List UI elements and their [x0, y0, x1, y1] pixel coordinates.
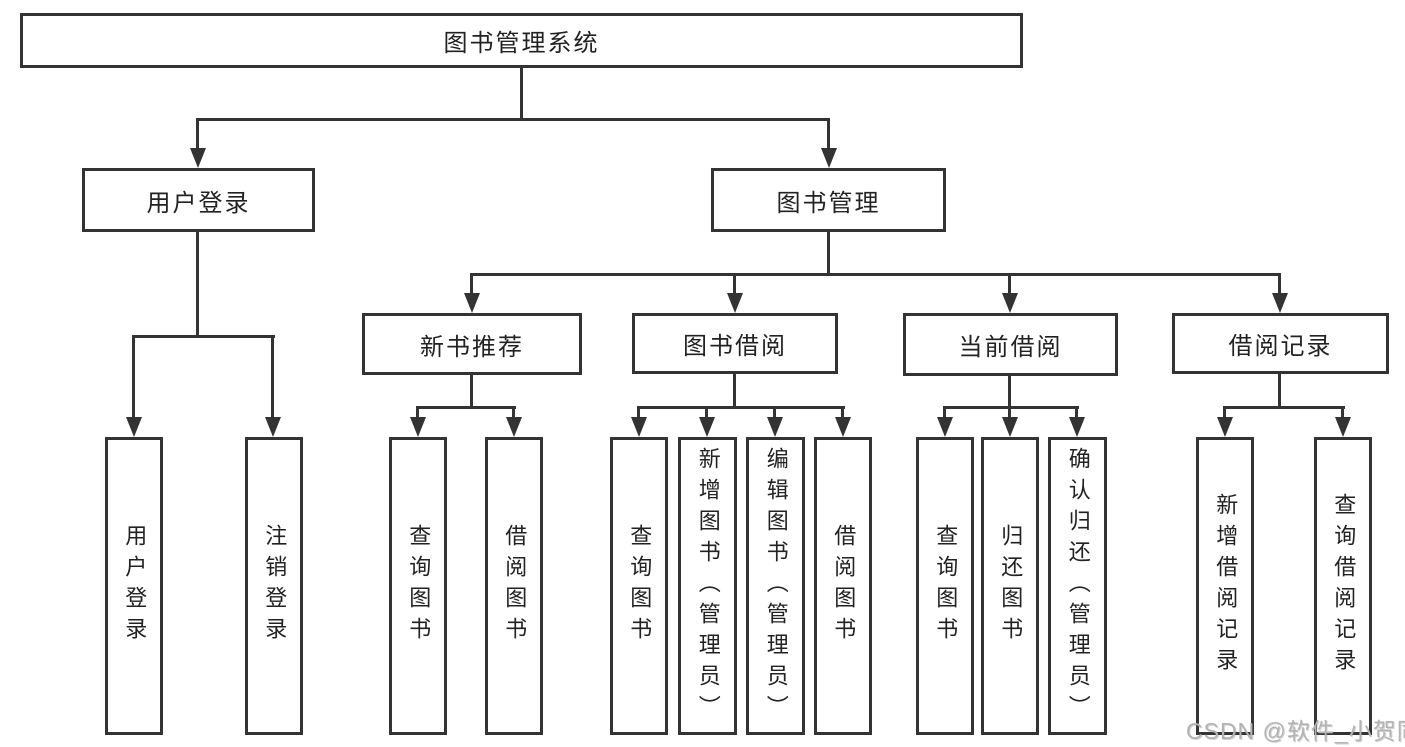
connector-arrowhead	[190, 148, 206, 168]
connector-line	[416, 406, 419, 419]
connector-line	[470, 375, 473, 406]
connector-arrowhead	[727, 293, 743, 313]
connector-line	[827, 232, 830, 273]
connector-arrowhead	[410, 417, 426, 437]
leaf-cb-query-books-label: 查询图书	[933, 524, 959, 648]
connector-line	[512, 406, 515, 419]
connector-line	[1223, 406, 1345, 409]
leaf-bb-edit-books: 编辑图书（管理员）	[746, 437, 805, 735]
connector-arrowhead	[506, 417, 522, 437]
node-book-borrowing-label: 图书借阅	[683, 333, 787, 360]
node-current-borrowing-label: 当前借阅	[958, 334, 1063, 361]
node-book-borrowing: 图书借阅	[632, 313, 838, 374]
connector-arrowhead	[835, 417, 851, 437]
node-borrowing-records: 借阅记录	[1172, 313, 1389, 374]
connector-line	[943, 406, 946, 419]
leaf-logout: 注销登录	[245, 437, 303, 735]
connector-line	[773, 406, 776, 419]
connector-line	[1278, 374, 1281, 406]
connector-arrowhead	[1335, 417, 1351, 437]
connector-line	[196, 118, 830, 121]
connector-line	[637, 406, 845, 409]
watermark: CSDN @软件_小贺同学	[1186, 718, 1405, 744]
connector-arrowhead	[1217, 417, 1233, 437]
leaf-bb-edit-books-label: 编辑图书（管理员）	[763, 446, 789, 726]
leaf-bb-borrow-books-label: 借阅图书	[831, 524, 857, 648]
node-root-label: 图书管理系统	[443, 30, 600, 57]
connector-arrowhead	[464, 293, 480, 313]
connector-line	[827, 118, 830, 150]
connector-arrowhead	[821, 148, 837, 168]
leaf-cb-confirm-return: 确认归还（管理员）	[1048, 437, 1107, 735]
leaf-bb-add-books: 新增图书（管理员）	[678, 437, 737, 735]
connector-line	[196, 232, 199, 335]
node-current-borrowing: 当前借阅	[903, 313, 1118, 376]
connector-line	[943, 406, 1079, 409]
connector-line	[1008, 376, 1011, 406]
connector-line	[196, 118, 199, 150]
leaf-logout-label: 注销登录	[262, 524, 288, 648]
leaf-bb-query-books-label: 查询图书	[627, 524, 653, 648]
connector-line	[416, 406, 516, 409]
node-book-management-label: 图书管理	[776, 189, 881, 217]
leaf-nb-query-books: 查询图书	[389, 437, 447, 735]
connector-line	[520, 68, 523, 118]
connector-arrowhead	[1002, 417, 1018, 437]
connector-line	[1008, 273, 1011, 295]
connector-line	[1341, 406, 1344, 419]
leaf-cb-return-books: 归还图书	[981, 437, 1039, 735]
connector-arrowhead	[126, 417, 142, 437]
connector-line	[841, 406, 844, 419]
connector-line	[470, 273, 1281, 276]
connector-arrowhead	[1272, 293, 1288, 313]
connector-arrowhead	[699, 417, 715, 437]
leaf-nb-query-books-label: 查询图书	[406, 524, 432, 648]
leaf-bb-add-books-label: 新增图书（管理员）	[695, 446, 721, 726]
connector-line	[132, 335, 275, 338]
connector-line	[733, 273, 736, 295]
node-new-book-recommend: 新书推荐	[362, 313, 582, 375]
node-borrowing-records-label: 借阅记录	[1228, 333, 1333, 360]
leaf-br-add-record: 新增借阅记录	[1196, 437, 1254, 735]
leaf-cb-query-books: 查询图书	[916, 437, 974, 735]
leaf-bb-borrow-books: 借阅图书	[814, 437, 872, 735]
node-new-book-recommend-label: 新书推荐	[420, 333, 524, 361]
leaf-br-query-record: 查询借阅记录	[1314, 437, 1372, 735]
connector-arrowhead	[937, 417, 953, 437]
connector-arrowhead	[265, 417, 281, 437]
leaf-user-login-label: 用户登录	[122, 524, 148, 648]
connector-arrowhead	[631, 417, 647, 437]
connector-line	[271, 335, 274, 419]
connector-line	[1278, 273, 1281, 295]
leaf-br-add-record-label: 新增借阅记录	[1213, 493, 1239, 679]
connector-line	[637, 406, 640, 419]
connector-line	[1223, 406, 1226, 419]
connector-line	[470, 273, 473, 295]
connector-arrowhead	[1002, 293, 1018, 313]
leaf-cb-confirm-return-label: 确认归还（管理员）	[1065, 446, 1091, 726]
leaf-cb-return-books-label: 归还图书	[998, 524, 1024, 648]
leaf-user-login: 用户登录	[105, 437, 163, 735]
leaf-br-query-record-label: 查询借阅记录	[1331, 493, 1357, 679]
connector-line	[1008, 406, 1011, 419]
connector-line	[132, 335, 135, 419]
connector-line	[705, 406, 708, 419]
leaf-nb-borrow-books-label: 借阅图书	[502, 524, 528, 648]
connector-arrowhead	[1069, 417, 1085, 437]
node-user-login: 用户登录	[82, 168, 315, 232]
node-root: 图书管理系统	[20, 13, 1023, 68]
connector-arrowhead	[767, 417, 783, 437]
connector-line	[1075, 406, 1078, 419]
node-book-management: 图书管理	[711, 168, 946, 232]
leaf-nb-borrow-books: 借阅图书	[485, 437, 543, 735]
leaf-bb-query-books: 查询图书	[610, 437, 668, 735]
node-user-login-label: 用户登录	[146, 189, 251, 217]
connector-line	[733, 374, 736, 406]
